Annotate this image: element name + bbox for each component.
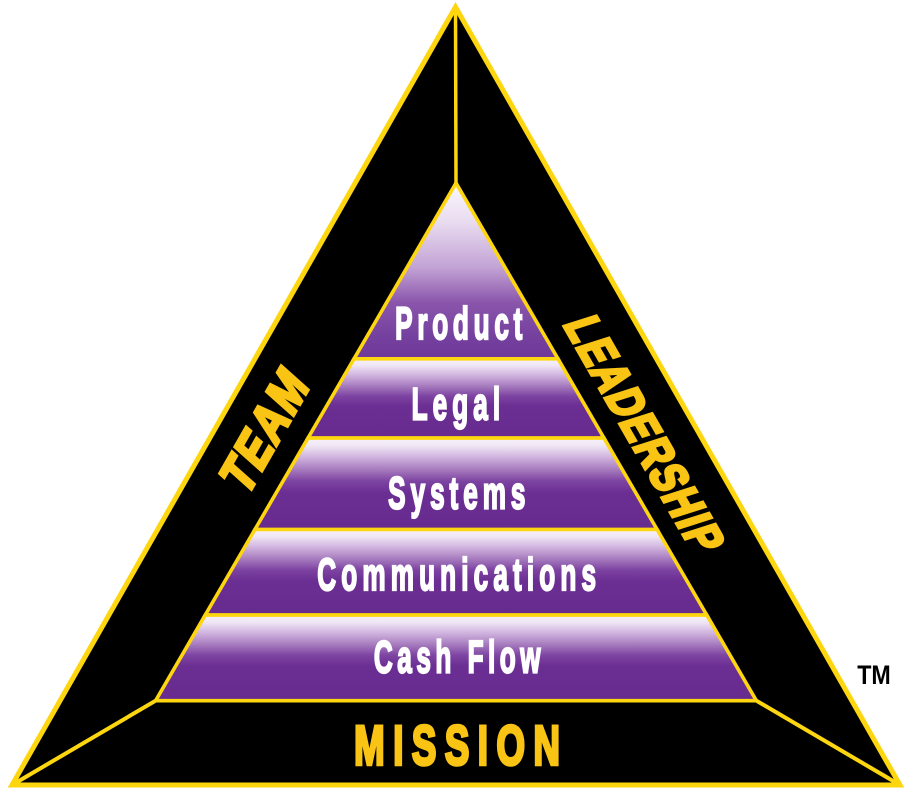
svg-text:TM: TM bbox=[857, 660, 891, 690]
svg-text:Product: Product bbox=[395, 299, 527, 349]
svg-text:Communications: Communications bbox=[317, 550, 601, 600]
svg-text:MISSION: MISSION bbox=[354, 714, 568, 777]
svg-text:Legal: Legal bbox=[412, 379, 506, 429]
svg-text:Systems: Systems bbox=[388, 468, 530, 518]
svg-text:Cash Flow: Cash Flow bbox=[374, 632, 545, 682]
